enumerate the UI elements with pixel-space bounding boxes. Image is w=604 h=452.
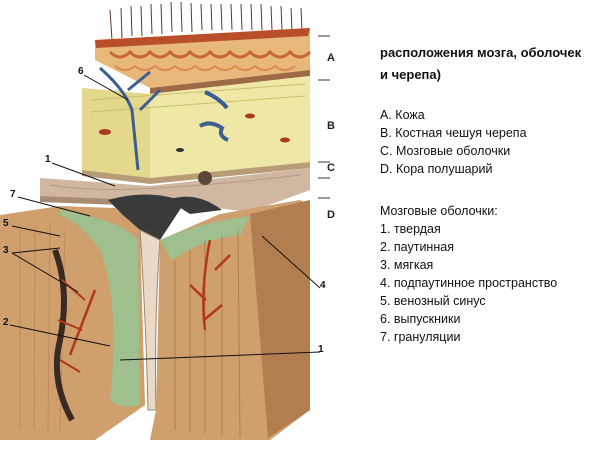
- layer-brackets: [318, 35, 330, 199]
- layer-label-d: D: [327, 209, 335, 221]
- layer-item-b: B. Костная чешуя черепа: [380, 126, 527, 140]
- meninges-list: Мозговые оболочки: 1. твердая 2. паутинн…: [380, 202, 602, 346]
- legend-panel: расположения мозга, оболочек и черепа) A…: [380, 42, 602, 346]
- layer-label-a: A: [327, 52, 335, 64]
- callout-2: 2: [3, 317, 9, 328]
- layer-item-c: C. Мозговые оболочки: [380, 144, 511, 158]
- callout-1-bottom: 1: [318, 344, 324, 355]
- callout-4: 4: [320, 280, 326, 291]
- callout-5: 5: [3, 218, 9, 229]
- title-line-2: и черепа): [380, 67, 441, 82]
- venous-sinus: [108, 194, 222, 240]
- meninges-item-5: 5. венозный синус: [380, 294, 486, 308]
- layer-item-d: D. Кора полушарий: [380, 162, 493, 176]
- layer-item-a: A. Кожа: [380, 108, 425, 122]
- layer-label-b: B: [327, 120, 335, 132]
- left-hemisphere: [0, 206, 145, 440]
- meninges-item-2: 2. паутинная: [380, 240, 454, 254]
- skull-bone-layer: [82, 76, 310, 184]
- meninges-item-6: 6. выпускники: [380, 312, 461, 326]
- callout-3: 3: [3, 245, 9, 256]
- skin-hairs: [109, 1, 303, 41]
- callout-6: 6: [78, 66, 84, 77]
- right-hemisphere: [150, 200, 310, 440]
- layers-list: A. Кожа B. Костная чешуя черепа C. Мозго…: [380, 106, 602, 178]
- layer-label-c: C: [327, 162, 335, 174]
- emissary-vein: [99, 66, 162, 171]
- meninges-item-1: 1. твердая: [380, 222, 441, 236]
- leader-lines: [9, 74, 321, 361]
- callout-7: 7: [10, 189, 16, 200]
- meninges-heading: Мозговые оболочки:: [380, 204, 498, 218]
- meninges-item-3: 3. мягкая: [380, 258, 434, 272]
- callout-1-top: 1: [45, 154, 51, 165]
- meninges-item-7: 7. грануляции: [380, 330, 461, 344]
- meninges-item-4: 4. подпаутинное пространство: [380, 276, 558, 290]
- title-line-1: расположения мозга, оболочек: [380, 45, 582, 60]
- dura-layer: [40, 168, 310, 212]
